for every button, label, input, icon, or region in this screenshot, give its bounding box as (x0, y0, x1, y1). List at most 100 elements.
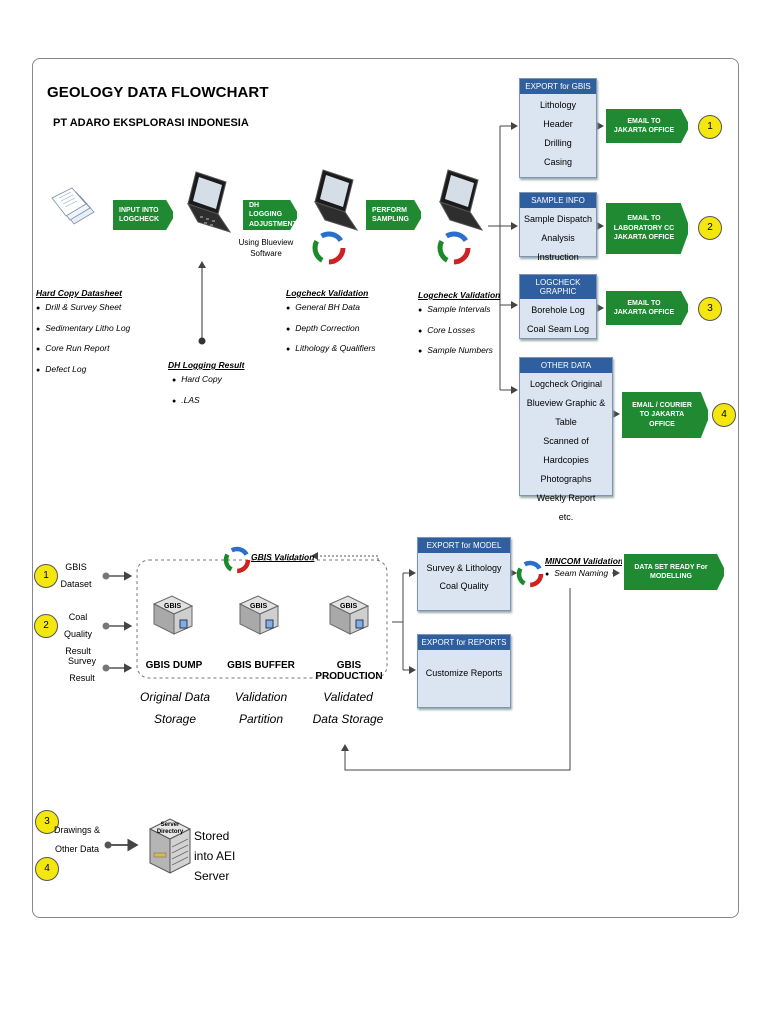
destination-3-badge: 3 (698, 297, 722, 321)
dataset-ready-label: DATA SET READY For MODELLING (634, 563, 708, 580)
gbis-input-label-1: GBIS Dataset (60, 562, 92, 589)
step-dh-logging-adjustment-arrow: DH LOGGING ADJUSTMENT (241, 198, 299, 232)
gbis-dump-description: Original Data Storage (139, 690, 211, 726)
export-model-body: Survey & Lithology Coal Quality (418, 553, 510, 595)
export-reports-body: Customize Reports (418, 650, 510, 683)
sample-info-box: SAMPLE INFO Sample Dispatch Analysis Ins… (519, 192, 597, 262)
gbis-storage-dashed-box (136, 559, 388, 679)
destination-1-label: EMAIL TO JAKARTA OFFICE (613, 117, 675, 134)
logcheck-validation-1: Logcheck Validation General BH Data Dept… (286, 288, 376, 360)
list-item: Sedimentary Litho Log (36, 319, 130, 340)
list-item: Core Run Report (36, 339, 130, 360)
list-item: Sample Dispatch (523, 214, 593, 224)
gbis-production-server-icon (328, 595, 370, 635)
step-perform-sampling-label: PERFORM SAMPLING (372, 206, 409, 223)
logcheck-graphic-box: LOGCHECK GRAPHIC Borehole Log Coal Seam … (519, 274, 597, 339)
list-item: Lithology (539, 100, 577, 110)
other-data-box: OTHER DATA Logcheck Original Blueview Gr… (519, 357, 613, 522)
export-model-box: EXPORT for MODEL Survey & Lithology Coal… (417, 537, 511, 611)
logcheck-validation-2-list: Sample Intervals Core Losses Sample Numb… (418, 300, 500, 362)
destination-4-arrow: EMAIL / COURIER TO JAKARTA OFFICE (620, 390, 710, 440)
hard-copy-datasheet: Hard Copy Datasheet Drill & Survey Sheet… (36, 288, 130, 380)
export-reports-header: EXPORT for REPORTS (418, 635, 510, 650)
list-item: Weekly Report (536, 493, 596, 503)
destination-1-badge: 1 (698, 115, 722, 139)
logcheck-validation-1-list: General BH Data Depth Correction Litholo… (286, 298, 376, 360)
list-item: Customize Reports (425, 668, 503, 678)
gbis-input-badge-1: 1 (34, 564, 58, 588)
gbis-production-description: Validated Data Storage (312, 690, 384, 726)
gbis-validation-dashed-arrow (311, 552, 379, 560)
list-item: Header (543, 119, 573, 129)
list-item: Photographs (540, 474, 592, 484)
gbis-dump-icon-text: GBIS (164, 603, 182, 610)
server-directory-icon (148, 818, 192, 874)
server-directory-icon-text: Server Directory (156, 822, 184, 835)
list-item: Drilling (544, 138, 572, 148)
list-item: Analysis Instruction (537, 233, 579, 262)
list-item: Hard Copy (172, 370, 245, 391)
list-item: Scanned of Hardcopies (543, 436, 589, 465)
gbis-buffer-name: GBIS BUFFER (227, 660, 295, 671)
sample-info-body: Sample Dispatch Analysis Instruction (520, 208, 596, 267)
gbis-input-label-2: Coal Quality Result (63, 612, 92, 656)
hard-copy-title: Hard Copy Datasheet (36, 288, 122, 298)
gbis-validation-label: GBIS Validation (251, 552, 315, 562)
page-title: GEOLOGY DATA FLOWCHART (47, 84, 269, 101)
gbis-dump-name: GBIS DUMP (145, 660, 203, 671)
step-perform-sampling-arrow: PERFORM SAMPLING (364, 198, 423, 232)
list-item: General BH Data (286, 298, 376, 319)
destination-4-label: EMAIL / COURIER TO JAKARTA OFFICE (632, 401, 692, 428)
gbis-production-name: GBIS PRODUCTION (315, 660, 383, 682)
input-dot-2 (102, 622, 110, 630)
gbis-validation-sync-icon (223, 546, 251, 574)
export-gbis-body: Lithology Header Drilling Casing (520, 94, 596, 172)
stored-into-aei-server-label: Stored into AEI Server (194, 829, 236, 883)
list-item: Core Losses (418, 321, 500, 342)
dh-result-dot (198, 337, 206, 345)
list-item: Survey & Lithology (426, 563, 502, 573)
export-gbis-header: EXPORT for GBIS (520, 79, 596, 94)
dh-logging-result-title: DH Logging Result (168, 360, 245, 370)
destination-2-badge: 2 (698, 216, 722, 240)
dh-logging-result-list: Hard Copy .LAS (168, 370, 245, 411)
hard-copy-documents-icon (51, 187, 95, 225)
dh-logging-result: DH Logging Result Hard Copy .LAS (168, 360, 245, 411)
input-dot-3 (102, 664, 110, 672)
server-badge-4: 4 (35, 857, 59, 881)
list-item: Coal Quality (439, 581, 489, 591)
list-item: Drill & Survey Sheet (36, 298, 130, 319)
destination-2-label: EMAIL TO LABORATORY CC JAKARTA OFFICE (613, 215, 675, 242)
list-item: etc. (558, 512, 574, 522)
other-data-body: Logcheck Original Blueview Graphic & Tab… (520, 373, 612, 527)
server-badge-3: 3 (35, 810, 59, 834)
list-item: Seam Naming (545, 566, 623, 582)
logcheck-graphic-header: LOGCHECK GRAPHIC (520, 275, 596, 299)
list-item: Casing (543, 157, 572, 167)
mincom-sync-icon (516, 560, 544, 588)
destination-3-label: EMAIL TO JAKARTA OFFICE (613, 299, 675, 316)
mincom-validation-title: MINCOM Validation (545, 556, 624, 566)
list-item: .LAS (172, 391, 245, 412)
list-item: Depth Correction (286, 319, 376, 340)
laptop-sync-icon (312, 169, 359, 265)
feedback-loop (341, 588, 571, 771)
hard-copy-list: Drill & Survey Sheet Sedimentary Litho L… (36, 298, 130, 380)
list-item: Borehole Log (531, 305, 585, 315)
list-item: Lithology & Qualifiers (286, 339, 375, 360)
list-item: Defect Log (36, 360, 130, 381)
sample-info-header: SAMPLE INFO (520, 193, 596, 208)
destination-3-arrow: EMAIL TO JAKARTA OFFICE (604, 289, 690, 327)
gbis-buffer-icon-text: GBIS (250, 603, 268, 610)
blueview-note: Using Blueview Software (238, 238, 294, 258)
input-dot-1 (102, 572, 110, 580)
list-item: Coal Seam Log (526, 324, 590, 334)
gbis-input-label-3: Survey Result (67, 656, 96, 683)
gbis-production-icon-text: GBIS (340, 603, 358, 610)
other-data-header: OTHER DATA (520, 358, 612, 373)
mincom-validation: MINCOM Validation Seam Naming (545, 556, 623, 582)
list-item: Blueview Graphic & Table (526, 398, 606, 427)
gbis-input-badge-2: 2 (34, 614, 58, 638)
